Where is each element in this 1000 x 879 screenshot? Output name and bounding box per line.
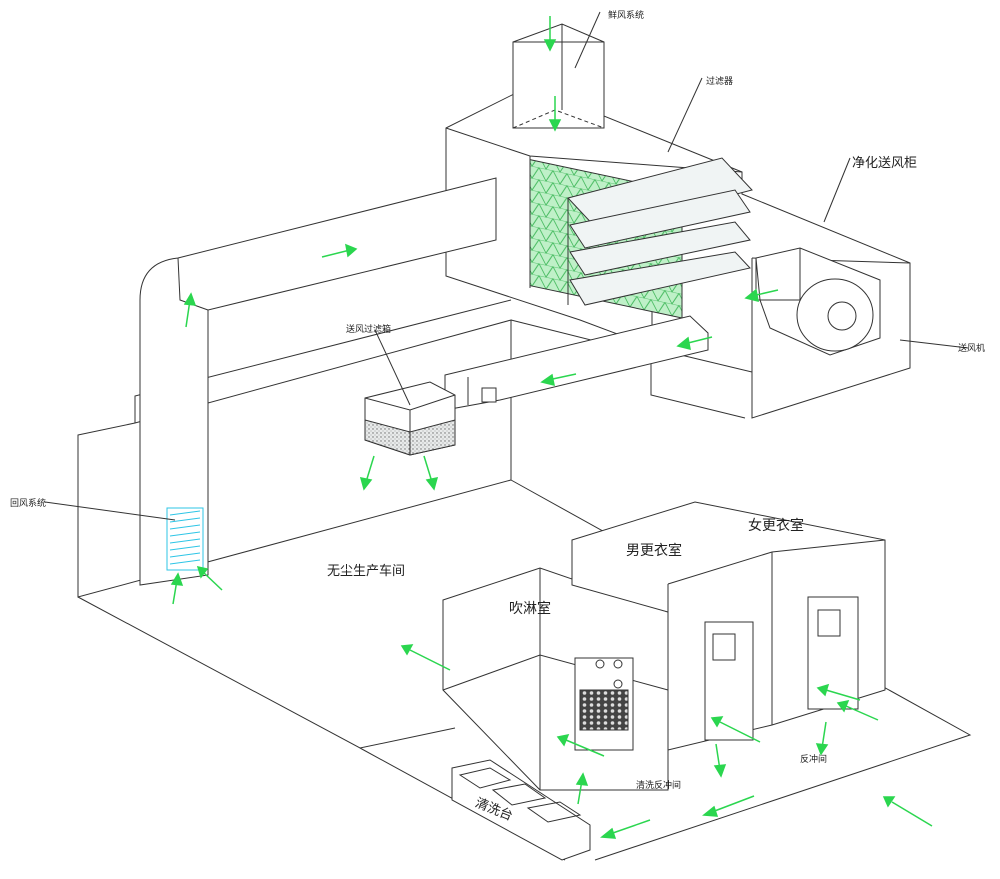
flow-arrow [423,455,439,491]
leader-lines [44,11,969,521]
flow-arrow [359,455,375,491]
workshop-label: 无尘生产车间 [327,564,406,579]
filter-label: 过滤器 [706,77,734,87]
wash-buffer-label: 清洗反冲间 [636,781,682,791]
female-locker-label: 女更衣室 [748,518,804,534]
purify-cabinet-label: 净化送风柜 [852,156,918,171]
buffer-label: 反冲间 [800,755,828,765]
flow-arrow [183,292,197,328]
flow-arrow [600,819,651,839]
flow-arrow [196,565,223,591]
flow-arrow [836,699,879,721]
locker-block [571,501,886,751]
flow-arrow [400,644,451,671]
flow-arrow [543,16,557,52]
supply-fan [755,247,881,356]
flow-arrow [575,772,589,805]
supply-filter-box [364,381,456,456]
fresh-air-chimney [512,23,605,129]
flow-arrow [321,243,358,258]
air-shower-block [442,567,669,791]
flow-arrow [713,743,727,778]
flow-arrow [816,683,861,701]
flow-arrow [882,796,933,827]
flow-arrow [540,373,577,387]
flow-arrow [815,721,829,756]
flow-arrow [170,572,184,605]
flow-arrow [710,716,761,743]
flow-arrow [744,288,779,303]
airflow-arrows [170,16,933,839]
bag-filters [567,157,753,306]
male-locker-label: 男更衣室 [626,543,682,559]
flow-arrow [702,795,755,817]
return-grille [166,507,204,571]
wash-station [451,759,591,861]
flow-arrow [556,733,605,757]
flow-arrow [548,96,562,132]
supply-filter-box-label: 送风过滤箱 [346,325,392,335]
air-shower-label: 吹淋室 [509,601,551,617]
return-air-label: 回风系统 [10,499,47,509]
fan-label: 送风机 [958,344,986,354]
supply-duct [139,177,497,586]
flow-arrow [676,336,713,351]
fresh-air-label: 鲜风系统 [608,11,645,21]
